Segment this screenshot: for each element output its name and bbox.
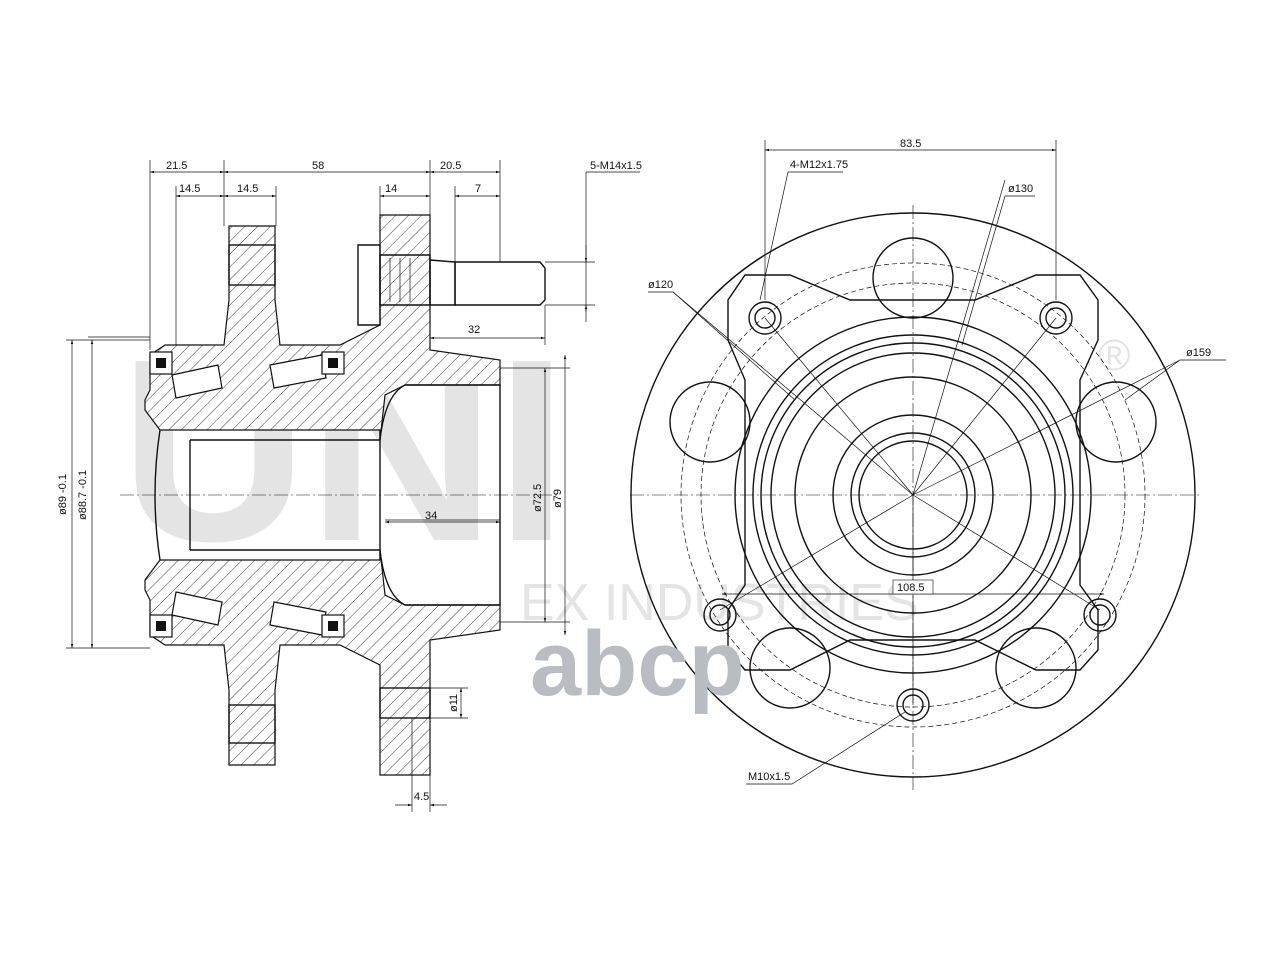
dim-m10: M10x1.5	[748, 771, 790, 783]
dim-dia-79: ø79	[552, 489, 564, 508]
dim-4-m12: 4-M12x1.75	[790, 159, 848, 171]
front-view: 83.5 4-M12x1.75 ø130 ø120 ø159 108.5 M10…	[630, 138, 1226, 790]
wheel-stud	[357, 244, 546, 326]
dim-dia-130: ø130	[1008, 183, 1033, 195]
dim-21-5: 21.5	[166, 160, 187, 172]
dim-7: 7	[475, 183, 481, 195]
dim-dia-72-5: ø72.5	[532, 484, 544, 512]
dim-14: 14	[385, 183, 397, 195]
dim-34: 34	[425, 510, 437, 522]
dim-dia-89: ø89 -0.1	[57, 474, 69, 515]
dim-83-5: 83.5	[900, 138, 921, 150]
bearing-upper	[149, 351, 345, 399]
dim-dia-159: ø159	[1186, 347, 1211, 359]
dim-32: 32	[468, 324, 480, 336]
dim-14-5-a: 14.5	[179, 183, 200, 195]
dim-20-5: 20.5	[440, 160, 461, 172]
dim-5-m14: 5-M14x1.5	[590, 160, 642, 172]
dim-dia-120: ø120	[648, 279, 673, 291]
brand-logo: abcp	[530, 613, 745, 715]
dim-dia-88-7: ø88.7 -0.1	[77, 470, 89, 520]
dim-dia-11: ø11	[448, 694, 460, 712]
dim-14-5-b: 14.5	[237, 183, 258, 195]
side-section-view: 21.5 58 20.5 14.5 14.5 14 7 5-M14x1.5 32…	[57, 160, 642, 812]
outer-disc	[630, 212, 1196, 778]
dim-58: 58	[312, 160, 324, 172]
dim-4-5: 4.5	[414, 791, 429, 803]
flange-outline	[727, 274, 1099, 671]
dim-108-5: 108.5	[897, 582, 925, 594]
bearing-lower	[149, 591, 345, 638]
watermark-registered-mark: ®	[1098, 331, 1130, 380]
